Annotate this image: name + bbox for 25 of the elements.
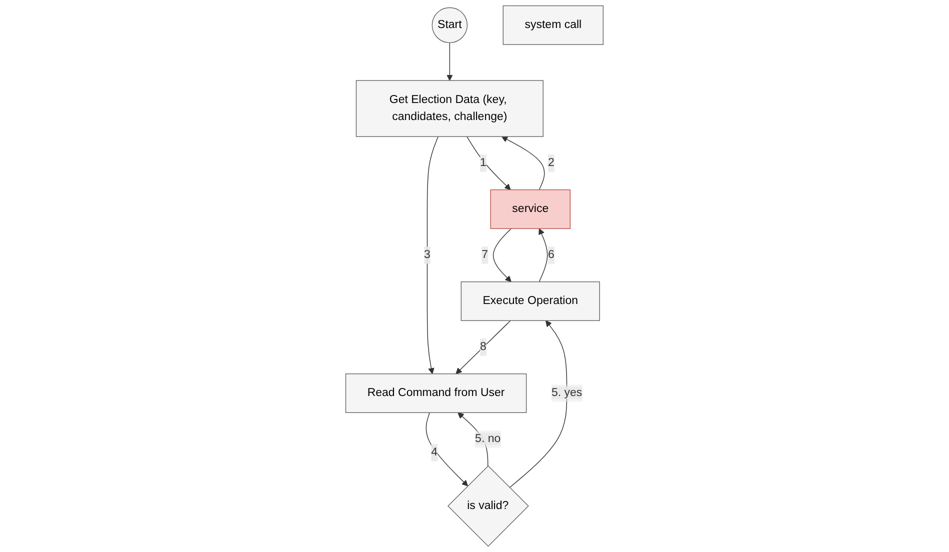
- arrow: [538, 228, 548, 282]
- edge-label: 8: [480, 340, 486, 353]
- edge-label: 3: [424, 248, 430, 261]
- edge-label: 2: [548, 156, 554, 169]
- node-box: service: [490, 189, 571, 229]
- edge-label: 6: [548, 248, 554, 261]
- arrow: [492, 228, 512, 282]
- node-box: Execute Operation: [460, 281, 600, 321]
- node-circle: Start: [432, 7, 468, 44]
- arrow: [502, 136, 545, 190]
- node-box: system call: [502, 5, 604, 45]
- edge-label: 4: [431, 446, 438, 458]
- node-box: Get Election Data (key, candidates, challenge): [356, 80, 544, 137]
- arrow: [456, 320, 511, 374]
- edge-label: 7: [482, 248, 488, 261]
- node-box: Read Command from User: [345, 373, 527, 414]
- edge-label: 5. yes: [552, 386, 582, 399]
- arrow: [466, 136, 511, 190]
- arrow: [426, 412, 468, 486]
- arrow: [446, 42, 453, 81]
- arrow: [509, 320, 568, 488]
- edge-label: 1: [480, 156, 486, 169]
- edge-label: 5. no: [475, 432, 501, 446]
- node-diamond: is valid?: [448, 465, 529, 547]
- arrow: [426, 136, 439, 374]
